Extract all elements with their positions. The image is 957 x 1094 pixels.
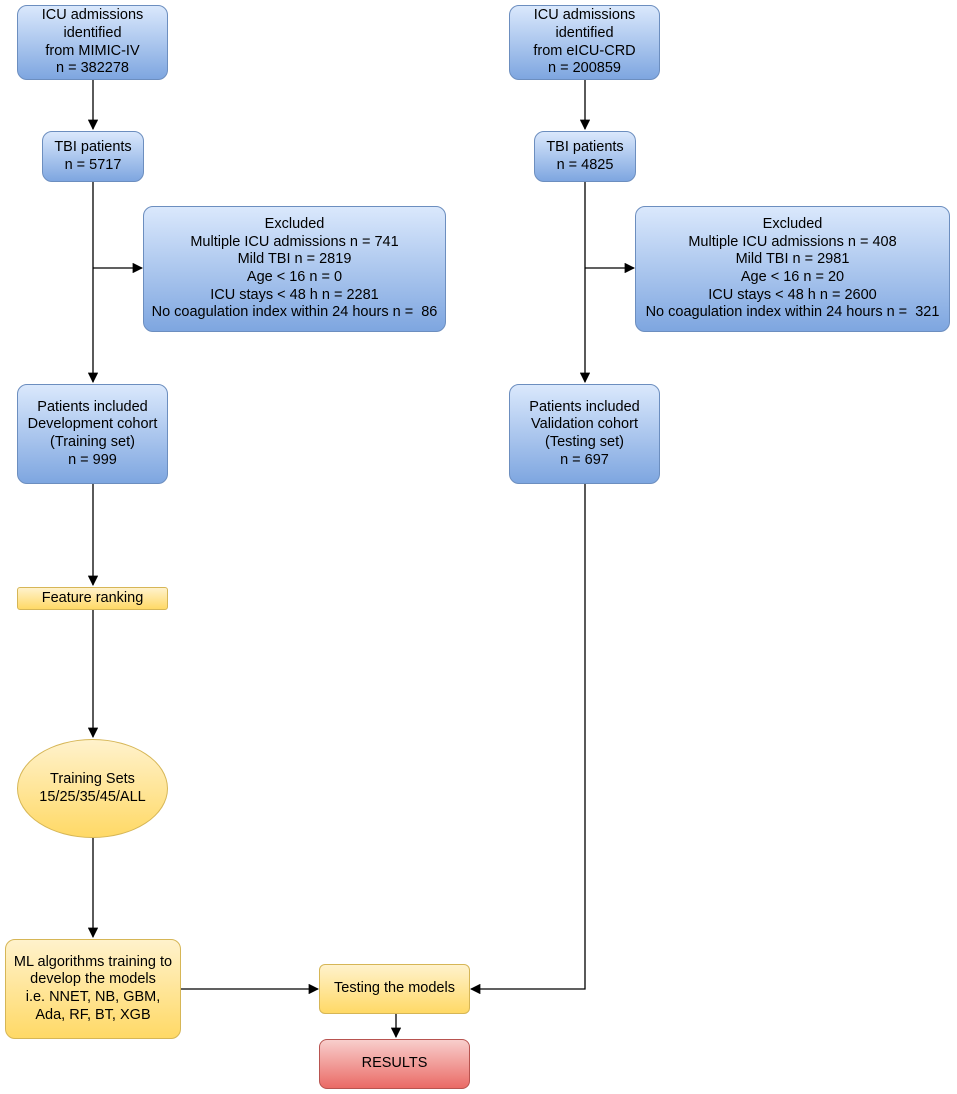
mimic-source-line-3: from MIMIC-IV	[45, 42, 140, 59]
development-cohort-box: Patients included Development cohort (Tr…	[17, 384, 168, 484]
training-sets-line-1: Training Sets	[50, 770, 135, 787]
eicu-source-line-3: from eICU-CRD	[533, 42, 636, 59]
mimic-source-line-2: identified	[63, 24, 122, 41]
development-line-4: n = 999	[68, 451, 117, 468]
eicu-tbi-line-1: TBI patients	[546, 138, 624, 155]
eicu-excluded-line-3: Mild TBI n = 2981	[735, 251, 850, 268]
mimic-excluded-line-4: Age < 16 n = 0	[246, 269, 343, 285]
mimic-excluded-line-5: ICU stays < 48 h n = 2281	[210, 286, 379, 303]
development-line-3: (Training set)	[50, 434, 135, 450]
ml-training-line-1: ML algorithms training to	[13, 953, 173, 970]
mimic-source-line-1: ICU admissions	[41, 7, 144, 24]
ml-training-line-3: i.e. NNET, NB, GBM,	[25, 989, 161, 1005]
training-sets-ellipse: Training Sets 15/25/35/45/ALL	[17, 739, 168, 838]
development-line-2: Development cohort	[27, 416, 158, 433]
ml-training-box: ML algorithms training to develop the mo…	[5, 939, 181, 1039]
eicu-tbi-box: TBI patients n = 4825	[534, 131, 636, 182]
results-box: RESULTS	[319, 1039, 470, 1089]
eicu-source-line-4: n = 200859	[548, 60, 621, 77]
eicu-excluded-box: Excluded Multiple ICU admissions n = 408…	[635, 206, 950, 332]
training-sets-line-2: 15/25/35/45/ALL	[39, 788, 146, 805]
mimic-excluded-box: Excluded Multiple ICU admissions n = 741…	[143, 206, 446, 332]
validation-line-3: (Testing set)	[545, 434, 624, 450]
eicu-excluded-line-2: Multiple ICU admissions n = 408	[688, 233, 897, 250]
validation-line-2: Validation cohort	[531, 416, 638, 433]
validation-line-1: Patients included	[529, 398, 640, 415]
mimic-source-box: ICU admissions identified from MIMIC-IV …	[17, 5, 168, 80]
ml-training-line-2: develop the models	[30, 971, 156, 988]
validation-line-4: n = 697	[560, 451, 609, 468]
validation-cohort-box: Patients included Validation cohort (Tes…	[509, 384, 660, 484]
ml-training-line-4: Ada, RF, BT, XGB	[35, 1006, 151, 1023]
testing-models-label: Testing the models	[334, 980, 455, 997]
testing-models-box: Testing the models	[319, 964, 470, 1014]
mimic-excluded-line-1: Excluded	[264, 216, 325, 233]
mimic-excluded-line-2: Multiple ICU admissions n = 741	[190, 233, 399, 250]
feature-ranking-box: Feature ranking	[17, 587, 168, 610]
arrow-validation-to-testing	[469, 484, 586, 995]
results-label: RESULTS	[361, 1055, 428, 1072]
eicu-source-box: ICU admissions identified from eICU-CRD …	[509, 5, 660, 80]
mimic-tbi-box: TBI patients n = 5717	[42, 131, 144, 182]
mimic-tbi-line-2: n = 5717	[64, 156, 122, 173]
eicu-tbi-line-2: n = 4825	[556, 156, 614, 173]
mimic-excluded-line-6: No coagulation index within 24 hours n =…	[151, 304, 438, 321]
feature-ranking-label: Feature ranking	[41, 589, 144, 606]
eicu-source-line-1: ICU admissions	[533, 7, 636, 24]
eicu-excluded-line-6: No coagulation index within 24 hours n =…	[645, 304, 940, 321]
mimic-excluded-line-3: Mild TBI n = 2819	[237, 251, 352, 268]
development-line-1: Patients included	[37, 398, 148, 415]
eicu-excluded-line-5: ICU stays < 48 h n = 2600	[708, 286, 877, 303]
mimic-source-line-4: n = 382278	[56, 60, 129, 77]
eicu-excluded-line-4: Age < 16 n = 20	[740, 269, 845, 285]
mimic-tbi-line-1: TBI patients	[54, 138, 132, 155]
eicu-excluded-line-1: Excluded	[762, 216, 823, 233]
eicu-source-line-2: identified	[555, 24, 614, 41]
